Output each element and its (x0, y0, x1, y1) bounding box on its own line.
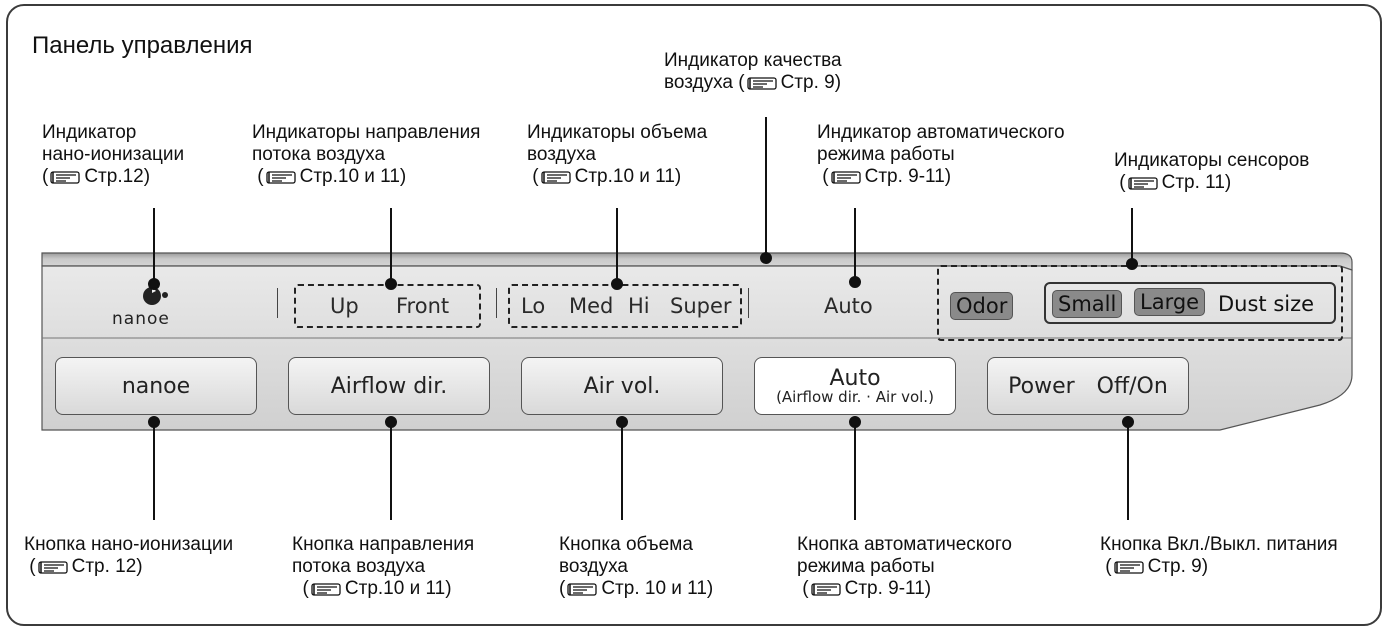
indicator-super: Super (670, 294, 732, 318)
reference-hand-icon (50, 171, 81, 184)
airflow-direction-button[interactable]: Airflow dir. (288, 357, 490, 415)
indicator-small: Small (1052, 290, 1123, 318)
auto-button[interactable]: Auto (Airflow dir. · Air vol.) (754, 357, 956, 415)
callout-sensor-indicators: Индикаторы сенсоров (Стр. 11) (1114, 150, 1310, 193)
reference-hand-icon (311, 583, 341, 596)
callout-nanoe-button: Кнопка нано-ионизации (Стр. 12) (24, 534, 234, 577)
indicator-auto: Auto (824, 294, 873, 318)
callout-auto-indicator: Индикатор автоматического режима работы … (817, 122, 1065, 187)
indicator-hi: Hi (628, 294, 650, 318)
indicator-front: Front (396, 294, 450, 318)
callout-power-button: Кнопка Вкл./Выкл. питания (Стр. 9) (1100, 534, 1338, 577)
off-on-label: Off/On (1096, 373, 1168, 399)
callout-nanoe-indicator: Индикатор нано-ионизации (Стр.12) (42, 122, 185, 187)
indicator-med: Med (569, 294, 614, 318)
reference-hand-icon (810, 583, 841, 596)
power-label: Power (1008, 373, 1075, 399)
nanoe-logo-text: nanoe (112, 309, 170, 329)
reference-hand-icon (1113, 561, 1144, 574)
auto-button-sublabel: (Airflow dir. · Air vol.) (776, 387, 934, 406)
callout-airflow-indicators: Индикаторы направления потока воздуха (С… (252, 122, 481, 187)
indicator-up: Up (330, 294, 359, 318)
reference-hand-icon (37, 561, 68, 574)
reference-hand-icon (540, 171, 571, 184)
sensor-indicator-group (937, 265, 1343, 341)
callout-auto-button: Кнопка автоматического режима работы (Ст… (797, 534, 1012, 599)
reference-hand-icon (830, 171, 861, 184)
reference-hand-icon (746, 77, 777, 90)
diagram-frame (6, 4, 1382, 626)
reference-hand-icon (265, 171, 296, 184)
diagram-title: Панель управления (32, 32, 253, 59)
auto-button-label: Auto (829, 365, 881, 391)
callout-air-quality-indicator: Индикатор качества воздуха (Стр. 9) (664, 50, 842, 93)
indicator-large: Large (1134, 288, 1206, 316)
power-button[interactable]: Power Off/On (987, 357, 1189, 415)
callout-volume-button: Кнопка объема воздуха (Стр. 10 и 11) (559, 534, 714, 599)
air-volume-button[interactable]: Air vol. (521, 357, 723, 415)
separator (496, 288, 497, 318)
callout-airflow-button: Кнопка направления потока воздуха (Стр.1… (292, 534, 475, 599)
dust-size-label: Dust size (1218, 292, 1315, 316)
callout-volume-indicators: Индикаторы объема воздуха (Стр.10 и 11) (527, 122, 708, 187)
indicator-odor: Odor (950, 292, 1014, 320)
separator (277, 288, 278, 318)
indicator-lo: Lo (521, 294, 546, 318)
reference-hand-icon (567, 583, 598, 596)
reference-hand-icon (1127, 177, 1158, 190)
volume-indicator-group (508, 284, 742, 328)
separator (748, 288, 749, 318)
nanoe-button[interactable]: nanoe (55, 357, 257, 415)
dust-size-box (1044, 282, 1336, 324)
